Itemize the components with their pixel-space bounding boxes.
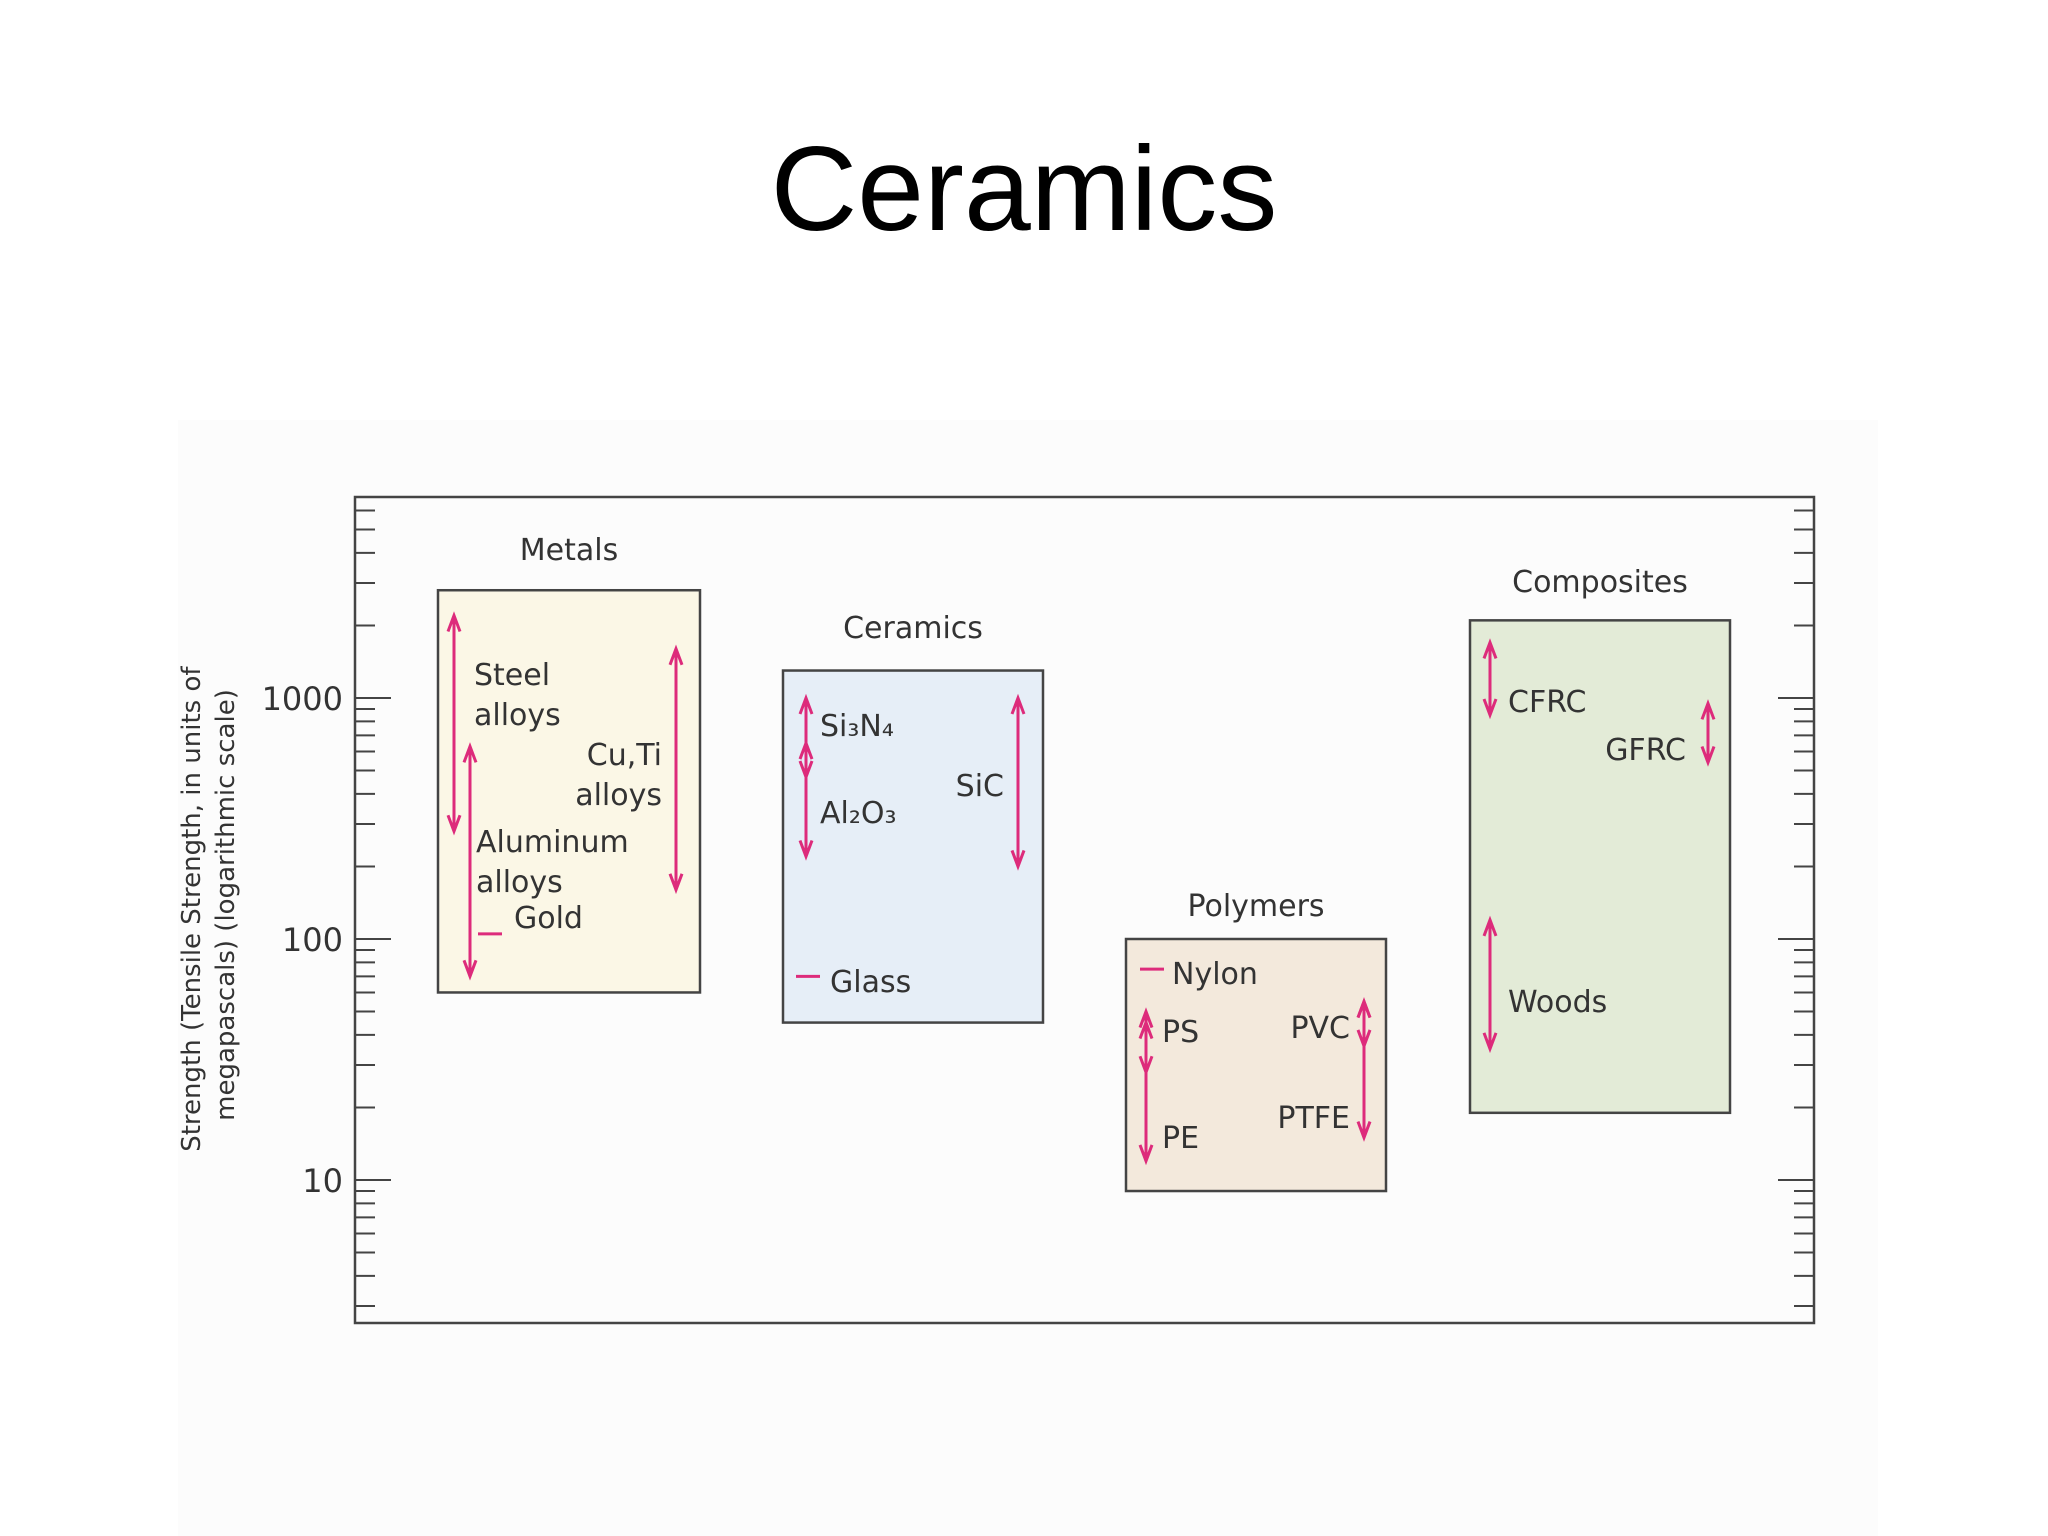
range-arrow-head-up: [1482, 638, 1498, 659]
group-name: Composites: [1512, 565, 1688, 600]
y-tick-label: 10: [302, 1162, 343, 1200]
slide-title: Ceramics: [770, 122, 1278, 256]
item-label: PS: [1162, 1015, 1199, 1050]
group-box: [781, 669, 1045, 1024]
item-label: CFRC: [1508, 685, 1587, 720]
range-arrow-head-up: [798, 693, 814, 715]
range-arrow-head-up: [1700, 699, 1716, 720]
group-name: Ceramics: [843, 611, 983, 646]
range-arrow-head-down: [1700, 745, 1716, 767]
range-arrow-head-down: [1482, 698, 1498, 720]
range-arrow-head-down: [798, 839, 814, 861]
range-arrow-head-down: [1010, 849, 1026, 871]
tick-marks: 10 100 1000: [262, 509, 1814, 1308]
range-marks: SteelalloysCu,TialloysAluminumalloysGold…: [446, 611, 1716, 1166]
range-arrow-head-down: [1356, 1121, 1372, 1142]
item-label-line2: alloys: [474, 698, 561, 733]
item-label: Si₃N₄: [820, 709, 894, 744]
range-arrow-head-up: [446, 611, 462, 633]
y-tick-label: 100: [282, 921, 343, 959]
y-axis-label-line2: megapascals) (logarithmic scale): [211, 689, 241, 1121]
item-label: Woods: [1508, 985, 1607, 1020]
item-label: Al₂O₃: [820, 796, 897, 831]
y-axis-label-line1: Strength (Tensile Strength, in units of: [177, 666, 207, 1152]
item-label: GFRC: [1605, 733, 1686, 768]
item-label: PTFE: [1277, 1101, 1350, 1136]
range-arrow-head-up: [1138, 1007, 1154, 1029]
plot-frame: [353, 495, 1816, 1325]
range-arrow-head-up: [798, 738, 814, 760]
item-label: Steel: [474, 658, 550, 693]
group-box: [1468, 619, 1732, 1115]
range-arrow-head-down: [668, 873, 684, 895]
range-arrow-head-up: [668, 644, 684, 666]
group-box: [436, 588, 702, 994]
range-arrow-head-down: [446, 814, 462, 836]
y-tick-label: 1000: [262, 680, 343, 718]
range-arrow-head-down: [462, 959, 478, 981]
item-label: Glass: [830, 965, 911, 1000]
range-arrow-head-up: [1356, 997, 1372, 1019]
item-label-line2: alloys: [575, 778, 662, 813]
range-arrow-head-down: [1482, 1032, 1498, 1054]
item-label: Aluminum: [476, 825, 629, 860]
item-label: PVC: [1290, 1011, 1350, 1046]
y-axis-label: Strength (Tensile Strength, in units of …: [177, 658, 241, 1152]
range-arrow-head-up: [1482, 915, 1498, 937]
range-arrow-head-up: [1138, 1018, 1154, 1040]
range-arrow-head-up: [1010, 693, 1026, 715]
range-arrow-head-down: [1138, 1144, 1154, 1166]
item-label: Gold: [514, 901, 583, 936]
item-label-line2: alloys: [476, 865, 563, 900]
item-label: PE: [1162, 1121, 1199, 1156]
group-name: Polymers: [1187, 889, 1324, 924]
group-box: [1124, 937, 1388, 1193]
range-arrow-head-up: [462, 742, 478, 763]
group-name: Metals: [520, 533, 618, 568]
item-label: SiC: [956, 769, 1004, 804]
item-label: Cu,Ti: [587, 738, 662, 773]
item-label: Nylon: [1172, 957, 1258, 992]
